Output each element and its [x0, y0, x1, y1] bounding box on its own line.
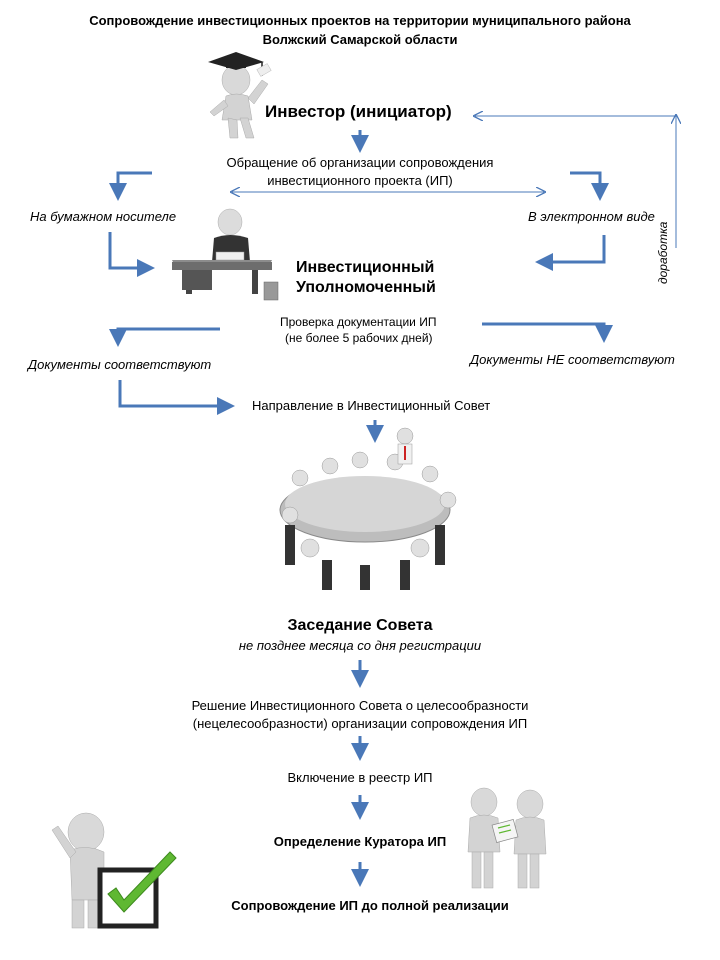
docs-not-ok-label: Документы НЕ соответствуют [470, 352, 675, 367]
commissioner-label-line2: Уполномоченный [296, 279, 436, 296]
curator-text: Определение Куратора ИП [273, 834, 447, 849]
docs-ok-label: Документы соответствуют [28, 357, 212, 372]
request-text-line1: Обращение об организации сопровождения [226, 155, 494, 170]
meeting-deadline-text: не позднее месяца со дня регистрации [238, 638, 482, 653]
request-text-line2: инвестиционного проекта (ИП) [267, 173, 453, 188]
paper-label: На бумажном носителе [30, 209, 177, 224]
arrow-docs-not-ok [482, 322, 613, 343]
commissioner-desk-icon [172, 208, 279, 301]
commissioner-label-line1: Инвестиционный [296, 259, 435, 276]
diagram-title-line2: Волжский Самарской области [262, 32, 458, 47]
arrow-to-council [118, 380, 235, 415]
arrow-to-electronic [570, 171, 609, 201]
electronic-label: В электронном виде [528, 209, 655, 224]
rework-label: доработка [656, 221, 670, 284]
meeting-label: Заседание Совета [287, 617, 433, 634]
investor-label: Инвестор (инициатор) [265, 102, 452, 121]
check-text-line1: Проверка документации ИП [280, 315, 437, 329]
council-meeting-icon [279, 427, 457, 590]
checkmark-figure-icon [51, 812, 177, 929]
decision-text-line1: Решение Инвестиционного Совета о целесоо… [191, 698, 529, 713]
arrow-electronic-to-commissioner [535, 235, 606, 271]
curator-figures-icon [467, 787, 547, 889]
registry-text: Включение в реестр ИП [287, 770, 433, 785]
support-text: Сопровождение ИП до полной реализации [231, 898, 509, 913]
arrow-to-paper [109, 171, 152, 201]
investor-figure-icon [208, 52, 272, 139]
decision-text-line2: (нецелесообразности) организации сопрово… [192, 716, 528, 731]
check-text-line2: (не более 5 рабочих дней) [285, 331, 433, 345]
arrow-paper-to-commissioner [108, 232, 155, 277]
arrow-docs-ok [109, 327, 220, 347]
send-to-council-text: Направление в Инвестиционный Совет [252, 398, 491, 413]
diagram-title-line1: Сопровождение инвестиционных проектов на… [89, 13, 631, 28]
